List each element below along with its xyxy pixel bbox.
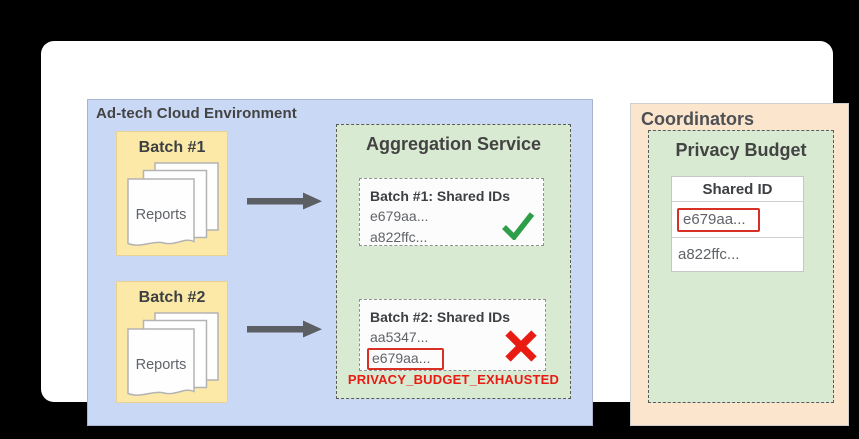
table-row: e679aa... (672, 202, 803, 238)
batch-2-result-title: Batch #2: Shared IDs (370, 309, 511, 325)
shared-id: aa5347... (370, 329, 429, 345)
checkmark-icon (502, 212, 535, 240)
shared-id-table-header: Shared ID (672, 177, 803, 202)
adtech-environment-title: Ad-tech Cloud Environment (96, 105, 297, 122)
privacy-budget-title: Privacy Budget (675, 140, 807, 160)
flagged-shared-id: e679aa... (367, 348, 445, 370)
batch-2-box: Batch #2 Reports (116, 281, 228, 403)
privacy-budget-exhausted-label: PRIVACY_BUDGET_EXHAUSTED (347, 372, 560, 387)
x-icon (505, 330, 537, 362)
batch-1-result-title: Batch #1: Shared IDs (370, 188, 511, 204)
shared-id: e679aa... (370, 208, 429, 224)
batch-1-result-box: Batch #1: Shared IDs e679aa... a822ffc..… (359, 178, 544, 246)
batch-1-label: Batch #1 (138, 139, 206, 156)
shared-id: a822ffc... (370, 229, 428, 245)
reports-label: Reports (136, 357, 187, 373)
reports-label: Reports (136, 207, 187, 223)
shared-id-table: Shared ID e679aa... a822ffc... (671, 176, 804, 272)
coordinators-title: Coordinators (641, 109, 755, 129)
table-row: a822ffc... (672, 238, 803, 271)
flagged-shared-id: e679aa... (677, 207, 760, 232)
shared-id: a822ffc... (678, 246, 740, 263)
reports-stack-icon: Reports (127, 162, 219, 246)
reports-stack-icon: Reports (127, 312, 219, 396)
batch-2-result-box: Batch #2: Shared IDs aa5347... e679aa... (359, 299, 546, 371)
arrow-right-icon (247, 192, 322, 210)
arrow-right-icon (247, 320, 322, 338)
aggregation-service-title: Aggregation Service (365, 134, 542, 154)
batch-2-label: Batch #2 (138, 289, 206, 306)
diagram-card: Ad-tech Cloud Environment Batch #1 Repor… (41, 41, 849, 426)
batch-1-box: Batch #1 Reports (116, 131, 228, 256)
